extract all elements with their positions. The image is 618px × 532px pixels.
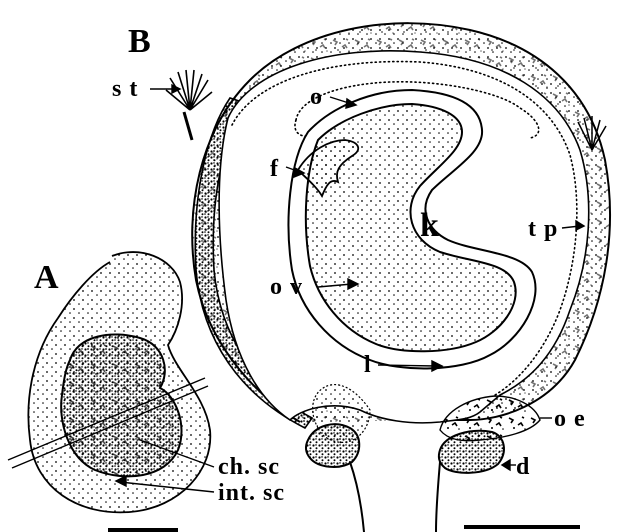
label-f: f	[270, 156, 279, 182]
label-o: o	[310, 84, 323, 110]
label-ov: o v	[270, 274, 303, 300]
right-stalk	[436, 462, 440, 532]
panel-b-label: B	[128, 23, 151, 60]
left-stalk	[350, 462, 364, 532]
label-k: k	[420, 207, 439, 244]
panel-a-label: A	[34, 259, 59, 296]
label-st: s t	[112, 76, 138, 102]
st-bristles	[166, 70, 212, 140]
label-oe: o e	[554, 406, 586, 432]
label-d: d	[516, 454, 530, 480]
label-ch-sc: ch. sc	[218, 454, 280, 480]
label-l: l	[364, 352, 372, 378]
left-gland	[306, 424, 359, 467]
label-int-sc: int. sc	[218, 480, 285, 506]
label-tp: t p	[528, 216, 558, 242]
